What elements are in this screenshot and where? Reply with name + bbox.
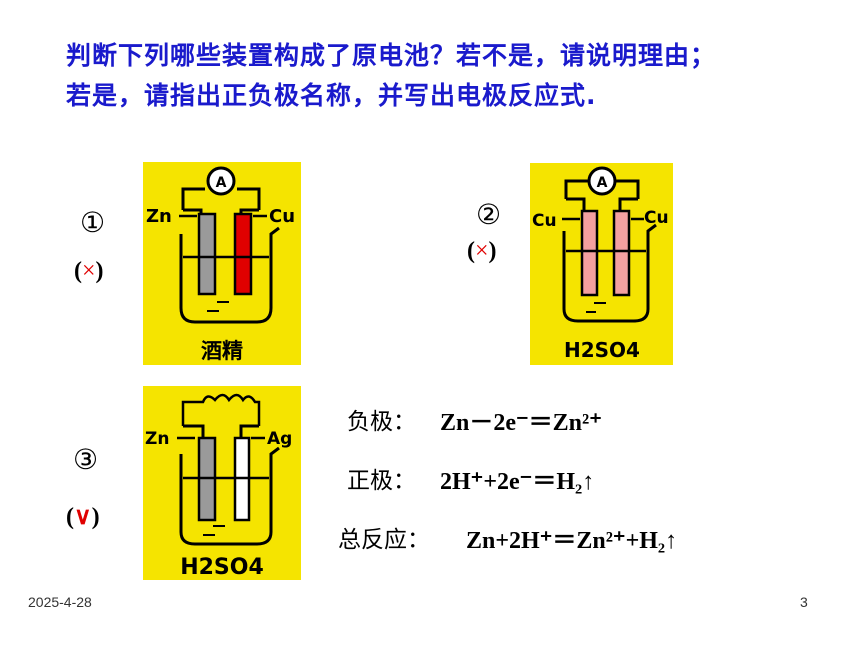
left-electrode-label: Zn [146, 206, 172, 227]
positive-electrode-label: 正极： [347, 468, 416, 494]
check-mark-icon: ∨ [74, 504, 92, 530]
device-3-verdict: (∨) [66, 504, 100, 530]
negative-electrode-equation: Zn－2e⁻＝Zn²⁺ [440, 410, 602, 436]
left-electrode-label: Cu [532, 211, 557, 231]
negative-electrode-label: 负极： [347, 409, 416, 435]
slide-page-number: 3 [800, 594, 808, 610]
beaker [179, 226, 280, 324]
ammeter-label: A [216, 175, 227, 191]
solution-label: H2SO4 [180, 555, 264, 580]
device-1-diagram: A Zn Cu 酒精 [146, 166, 295, 363]
right-electrode-label: Cu [269, 206, 295, 227]
solution-label: H2SO4 [564, 338, 640, 362]
right-electrode-label: Ag [267, 429, 292, 449]
device-3-diagram: Zn Ag H2SO4 [145, 393, 292, 580]
device-2-number: ② [476, 198, 502, 231]
copper-electrode-left [580, 209, 599, 297]
slide-title-line-1: 判断下列哪些装置构成了原电池？若不是，请说明理由； [66, 41, 717, 70]
device-2-verdict: (×) [467, 238, 497, 264]
copper-electrode [233, 212, 253, 296]
device-2-diagram: A Cu Cu H2SO4 [532, 166, 669, 362]
positive-electrode-equation: 2H⁺+2e⁻＝H₂↑ [440, 469, 595, 495]
device-1-panel: A Zn Cu 酒精 [143, 162, 301, 365]
right-electrode-label: Cu [644, 208, 669, 228]
ammeter-icon [587, 166, 617, 196]
total-reaction-equation: Zn+2H⁺＝Zn²⁺+H₂↑ [466, 528, 678, 554]
cross-mark-icon: × [475, 238, 489, 264]
device-3-number: ③ [73, 443, 99, 476]
solution-label: 酒精 [201, 339, 243, 363]
device-1-verdict: (×) [74, 258, 104, 284]
connecting-wire [181, 393, 261, 426]
total-reaction-label: 总反应： [338, 527, 430, 553]
cross-mark-icon: × [82, 258, 96, 284]
left-electrode-label: Zn [145, 429, 169, 449]
device-1-number: ① [80, 206, 106, 239]
device-3-panel: Zn Ag H2SO4 [143, 386, 301, 580]
ammeter-label: A [597, 175, 608, 191]
beaker [179, 446, 280, 546]
copper-electrode-right [612, 209, 631, 297]
ammeter-icon [206, 166, 236, 196]
slide-date: 2025-4-28 [28, 594, 92, 610]
device-2-panel: A Cu Cu H2SO4 [530, 163, 673, 365]
zinc-electrode [197, 212, 217, 296]
slide-title-line-2: 若是，请指出正负极名称，并写出电极反应式. [66, 81, 597, 110]
beaker [562, 223, 657, 323]
